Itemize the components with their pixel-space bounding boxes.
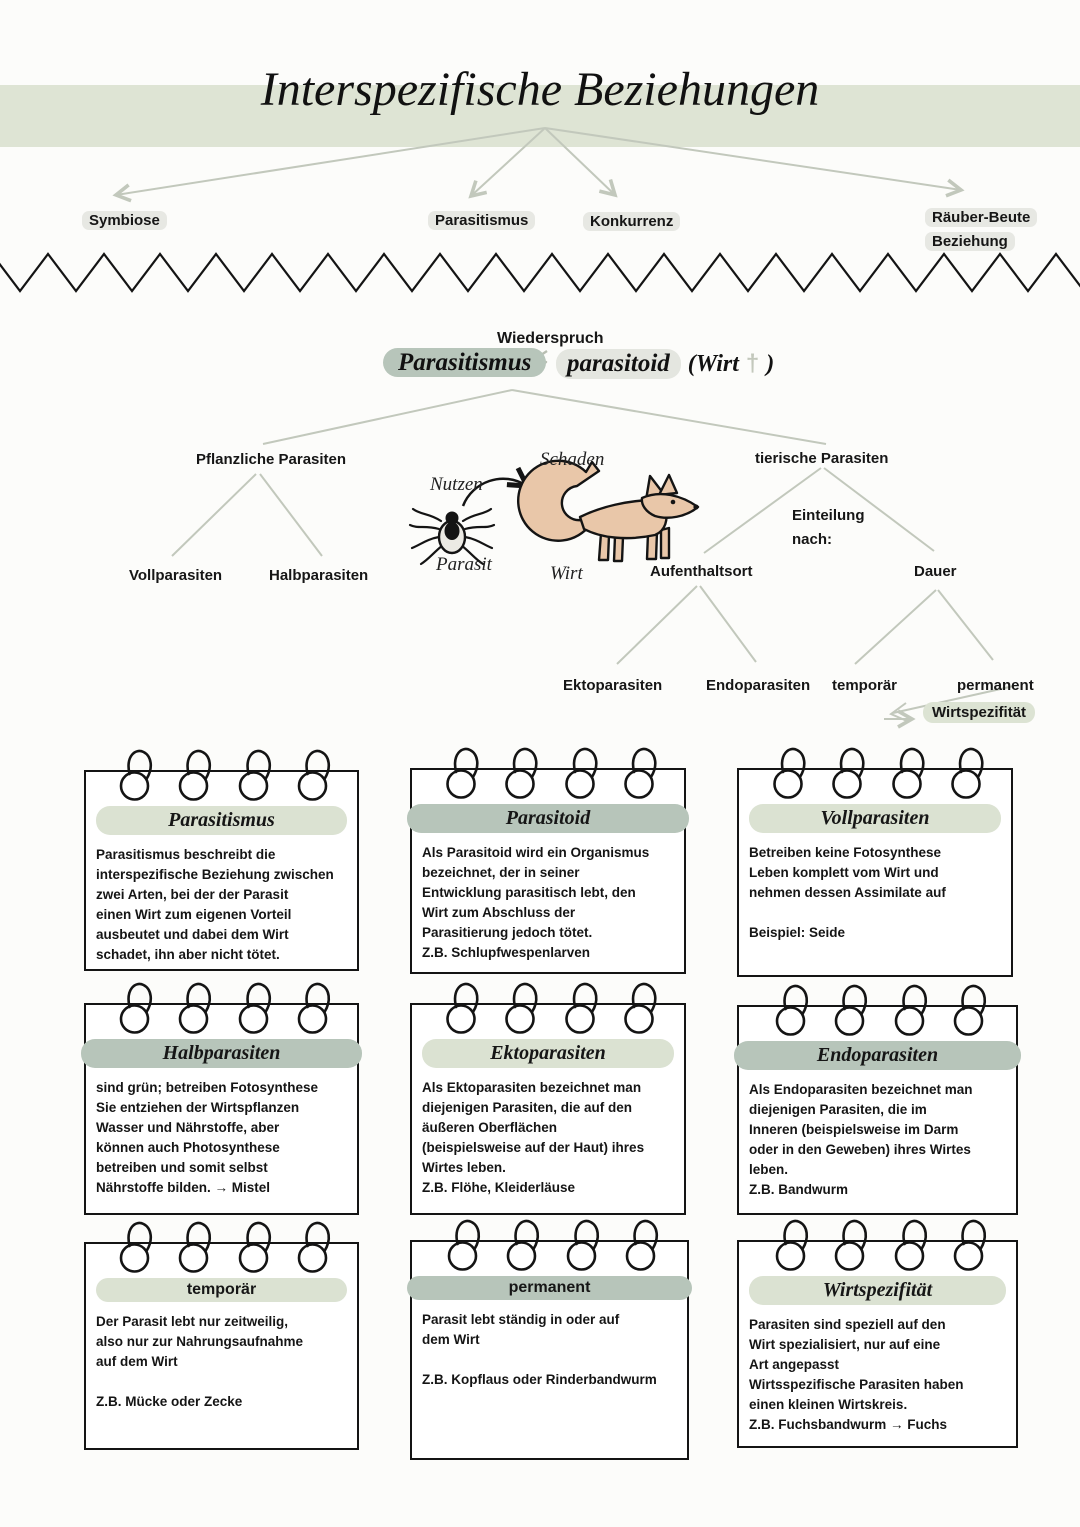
card-halbparasiten: Halbparasiten sind grün; betreiben Fotos…: [81, 982, 362, 1215]
card-body: Betreiben keine Fotosynthese Leben kompl…: [749, 845, 946, 940]
node-permanent: permanent: [957, 677, 1034, 694]
page-title: Interspezifische Beziehungen: [260, 63, 820, 116]
card-body: Der Parasit lebt nur zeitweilig, also nu…: [96, 1314, 304, 1409]
contrast-heading: Wiederspruch: [497, 330, 604, 347]
card-wirtspezifitaet: Wirtspezifität Parasiten sind speziell a…: [737, 1219, 1018, 1448]
illustration-label-schaden: Schaden: [540, 449, 605, 470]
card-ektoparasiten: Ektoparasiten Als Ektoparasiten bezeichn…: [410, 982, 686, 1215]
spiral-rings: [447, 1219, 659, 1271]
card-body: Als Parasitoid wird ein Organismus bezei…: [422, 845, 650, 960]
branch-label-raeuber-beute: Räuber-Beute: [925, 208, 1038, 227]
card-parasitoid: Parasitoid Als Parasitoid wird ein Organ…: [407, 747, 689, 974]
contrast-term-parasitismus: Parasitismus: [383, 348, 547, 377]
card-permanent: permanent Parasit lebt ständig in oder a…: [407, 1219, 692, 1460]
spiral-rings: [446, 747, 657, 799]
spiral-rings: [119, 749, 331, 801]
card-title: Parasitoid: [407, 804, 689, 833]
fox-icon: [516, 459, 700, 563]
card-title: permanent: [407, 1276, 692, 1300]
zigzag-divider: [0, 252, 1080, 293]
card-title: Halbparasiten: [81, 1039, 362, 1068]
card-parasitismus: Parasitismus Parasitismus beschreibt die…: [84, 749, 359, 971]
card-title: Parasitismus: [96, 806, 347, 835]
card-body: sind grün; betreiben Fotosynthese Sie en…: [96, 1080, 319, 1195]
card-title: Endoparasiten: [734, 1041, 1021, 1070]
branch-label-beziehung: Beziehung: [925, 232, 1015, 251]
card-temporaer: temporär Der Parasit lebt nur zeitweilig…: [84, 1221, 359, 1450]
illustration-label-parasit: Parasit: [436, 554, 492, 575]
node-einteilung-nach: Einteilung nach:: [792, 507, 865, 548]
spiral-rings: [775, 1219, 987, 1271]
node-vollparasiten: Vollparasiten: [129, 567, 223, 584]
spiral-rings: [119, 1221, 331, 1273]
tree-connector-lines: [171, 389, 1015, 729]
contrast-term-parasitoid: parasitoid (Wirt † ): [556, 349, 774, 379]
branch-label-symbiose: Symbiose: [82, 211, 167, 230]
spiral-rings: [446, 982, 657, 1034]
node-ektoparasiten: Ektoparasiten: [563, 677, 663, 694]
card-title: temporär: [96, 1278, 347, 1302]
node-wirtspezifitaet: Wirtspezifität: [923, 702, 1036, 723]
card-title: Vollparasiten: [749, 804, 1001, 833]
illustration-label-nutzen: Nutzen: [430, 474, 483, 495]
card-endoparasiten: Endoparasiten Als Endoparasiten bezeichn…: [734, 984, 1021, 1215]
node-dauer: Dauer: [914, 563, 957, 580]
spiral-rings: [773, 747, 984, 799]
dagger-icon: †: [745, 350, 760, 377]
node-halbparasiten: Halbparasiten: [269, 567, 369, 584]
card-title: Ektoparasiten: [422, 1039, 674, 1068]
card-body: Als Endoparasiten bezeichnet man diejeni…: [749, 1082, 973, 1197]
illustration-label-wirt: Wirt: [550, 563, 583, 584]
node-aufenthaltsort: Aufenthaltsort: [650, 563, 753, 580]
card-vollparasiten: Vollparasiten Betreiben keine Fotosynthe…: [737, 747, 1013, 977]
card-body: Parasit lebt ständig in oder auf dem Wir…: [422, 1312, 657, 1387]
node-pflanzliche-parasiten: Pflanzliche Parasiten: [196, 451, 347, 468]
node-tierische-parasiten: tierische Parasiten: [755, 450, 889, 467]
node-endoparasiten: Endoparasiten: [706, 677, 811, 694]
card-body: Parasiten sind speziell auf den Wirt spe…: [749, 1317, 964, 1432]
card-body: Parasitismus beschreibt die interspezifi…: [96, 847, 334, 962]
spiral-rings: [119, 982, 331, 1034]
card-body: Als Ektoparasiten bezeichnet man diejeni…: [422, 1080, 645, 1195]
card-title: Wirtspezifität: [749, 1276, 1006, 1305]
spiral-rings: [775, 984, 987, 1036]
branch-label-konkurrenz: Konkurrenz: [583, 212, 681, 231]
branch-label-parasitismus: Parasitismus: [428, 211, 536, 230]
node-temporaer: temporär: [832, 677, 898, 694]
